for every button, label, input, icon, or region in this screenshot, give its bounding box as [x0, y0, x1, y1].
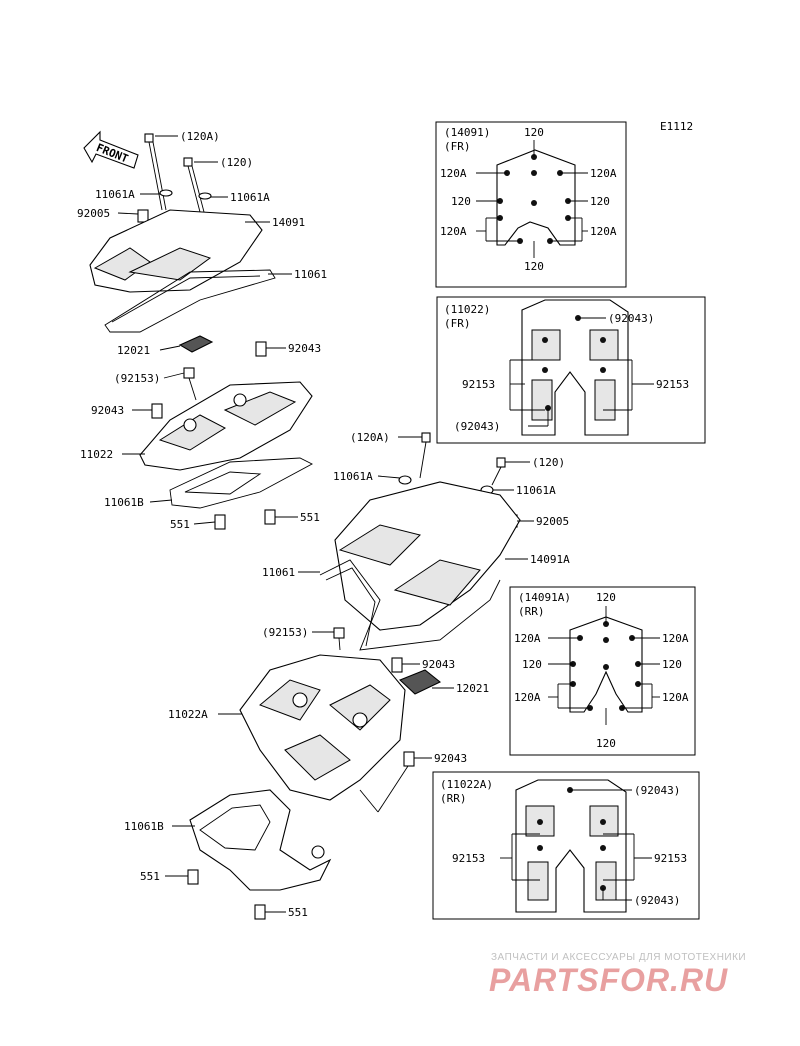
label-11061a: 11061A	[516, 484, 556, 497]
torque-l2: 120	[451, 195, 471, 208]
torque-l1: 120A	[514, 632, 541, 645]
label-551: 551	[288, 906, 308, 919]
front-labels: (120A) (120) 11061A 11061A 92005 14091 1…	[77, 130, 327, 531]
bolt-head	[183, 157, 193, 167]
rear-assembly	[187, 432, 521, 920]
label-120: (120)	[220, 156, 253, 169]
torque-l3: 120A	[440, 225, 467, 238]
label-92005: 92005	[77, 207, 110, 220]
torque-bottom: 120	[524, 260, 544, 273]
torque-r3: 120A	[590, 225, 617, 238]
torque-r3: 120A	[662, 691, 689, 704]
torque-top: 120	[524, 126, 544, 139]
inset-sub: (FR)	[444, 140, 471, 153]
front-arrow-icon: FRONT	[83, 130, 139, 169]
label-120: (120)	[532, 456, 565, 469]
torque-l3: 120A	[514, 691, 541, 704]
label-14091a: 14091A	[530, 553, 570, 566]
label-11022: 11022	[80, 448, 113, 461]
torque-bottom: 120	[596, 737, 616, 750]
inset-sub: (FR)	[444, 317, 471, 330]
torque-l2: 120	[522, 658, 542, 671]
head-cover-14091a	[334, 481, 521, 631]
inset-cover-rr: (14091A) (RR) 120 120A 120 120A 120A 120…	[509, 586, 696, 756]
label-551: 551	[300, 511, 320, 524]
torque-tr: (92043)	[634, 784, 680, 797]
torque-r1: 120A	[590, 167, 617, 180]
inset-title: (14091)	[444, 126, 490, 139]
label-11061a: 11061A	[333, 470, 373, 483]
diagram-code: E1112	[660, 120, 693, 133]
label-92153: (92153)	[262, 626, 308, 639]
torque-bl: (92043)	[454, 420, 500, 433]
label-11061b: 11061B	[124, 820, 164, 833]
torque-l: 92153	[462, 378, 495, 391]
label-11061b: 11061B	[104, 496, 144, 509]
label-11061: 11061	[294, 268, 327, 281]
label-92043: 92043	[422, 658, 455, 671]
torque-l: 92153	[452, 852, 485, 865]
label-11061: 11061	[262, 566, 295, 579]
watermark-tagline: ЗАПЧАСТИ И АКСЕССУАРЫ ДЛЯ МОТОТЕХНИКИ	[491, 952, 747, 963]
torque-l1: 120A	[440, 167, 467, 180]
label-120a: (120A)	[350, 431, 390, 444]
label-12021: 12021	[456, 682, 489, 695]
torque-r: 92153	[654, 852, 687, 865]
torque-r2: 120	[590, 195, 610, 208]
label-92153: (92153)	[114, 372, 160, 385]
torque-r2: 120	[662, 658, 682, 671]
label-11061a: 11061A	[95, 188, 135, 201]
inset-sub: (RR)	[440, 792, 467, 805]
cylinder-head-11022	[139, 381, 313, 471]
rear-labels: (120A) (120) 11061A 11061A 92005 14091A …	[124, 431, 570, 919]
torque-r1: 120A	[662, 632, 689, 645]
label-551: 551	[170, 518, 190, 531]
watermark-logo: PARTSFOR.RU	[489, 962, 729, 998]
label-92043: 92043	[434, 752, 467, 765]
label-11022a: 11022A	[168, 708, 208, 721]
cylinder-head-11022a	[239, 654, 406, 801]
label-92043: 92043	[288, 342, 321, 355]
inset-head-fr: (11022) (FR) (92043) 92153 92153 (92043)	[436, 296, 706, 444]
label-551: 551	[140, 870, 160, 883]
inset-head-rr: (11022A) (RR) (92043) 92153 92153 (92043…	[432, 771, 700, 920]
label-92005: 92005	[536, 515, 569, 528]
label-11061a: 11061A	[230, 191, 270, 204]
inset-sub: (RR)	[518, 605, 545, 618]
label-12021: 12021	[117, 344, 150, 357]
label-14091: 14091	[272, 216, 305, 229]
inset-title: (14091A)	[518, 591, 571, 604]
torque-tr: (92043)	[608, 312, 654, 325]
inset-title: (11022)	[444, 303, 490, 316]
bolt-head	[144, 133, 154, 143]
inset-cover-fr: (14091) (FR) 120 120A 120 120A 120A 120 …	[435, 121, 627, 288]
torque-r: 92153	[656, 378, 689, 391]
torque-top: 120	[596, 591, 616, 604]
inset-title: (11022A)	[440, 778, 493, 791]
label-92043: 92043	[91, 404, 124, 417]
torque-br: (92043)	[634, 894, 680, 907]
label-120a: (120A)	[180, 130, 220, 143]
front-assembly	[89, 133, 313, 530]
